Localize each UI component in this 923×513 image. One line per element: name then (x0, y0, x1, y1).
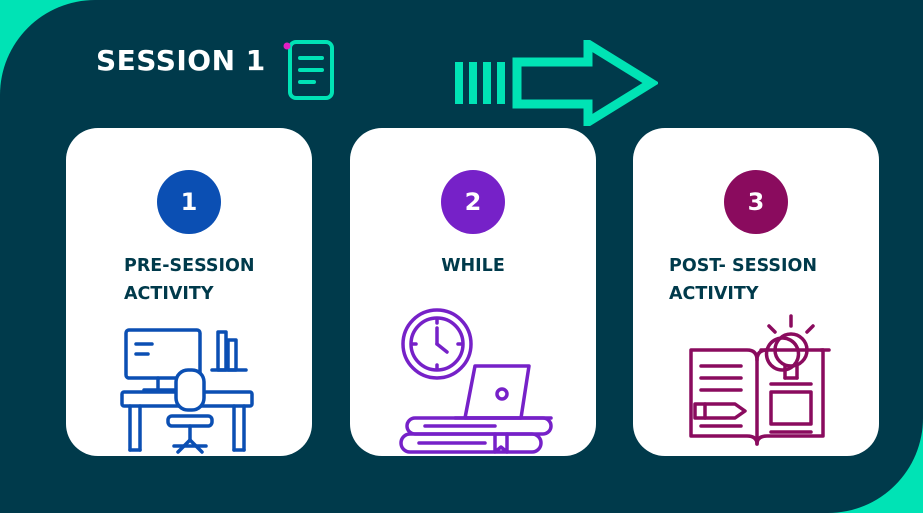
arrow-right-icon (455, 40, 658, 126)
step-card-post-session: 3 POST- SESSION ACTIVITY (633, 128, 879, 456)
step-card-while: 2 WHILE (350, 128, 596, 456)
step-label: POST- SESSION ACTIVITY (669, 256, 818, 304)
step-card-pre-session: 1 PRE-SESSION ACTIVITY (66, 128, 312, 456)
open-book-lightbulb-icon (689, 314, 831, 446)
clock-laptop-books-icon (399, 308, 553, 454)
desk-computer-icon (120, 328, 254, 454)
step-number-badge: 3 (724, 170, 788, 234)
step-number-badge: 1 (157, 170, 221, 234)
step-label: WHILE (441, 256, 505, 276)
document-icon (283, 40, 334, 100)
step-number-badge: 2 (441, 170, 505, 234)
step-label: PRE-SESSION ACTIVITY (124, 256, 255, 304)
session-title: SESSION 1 (96, 44, 266, 77)
